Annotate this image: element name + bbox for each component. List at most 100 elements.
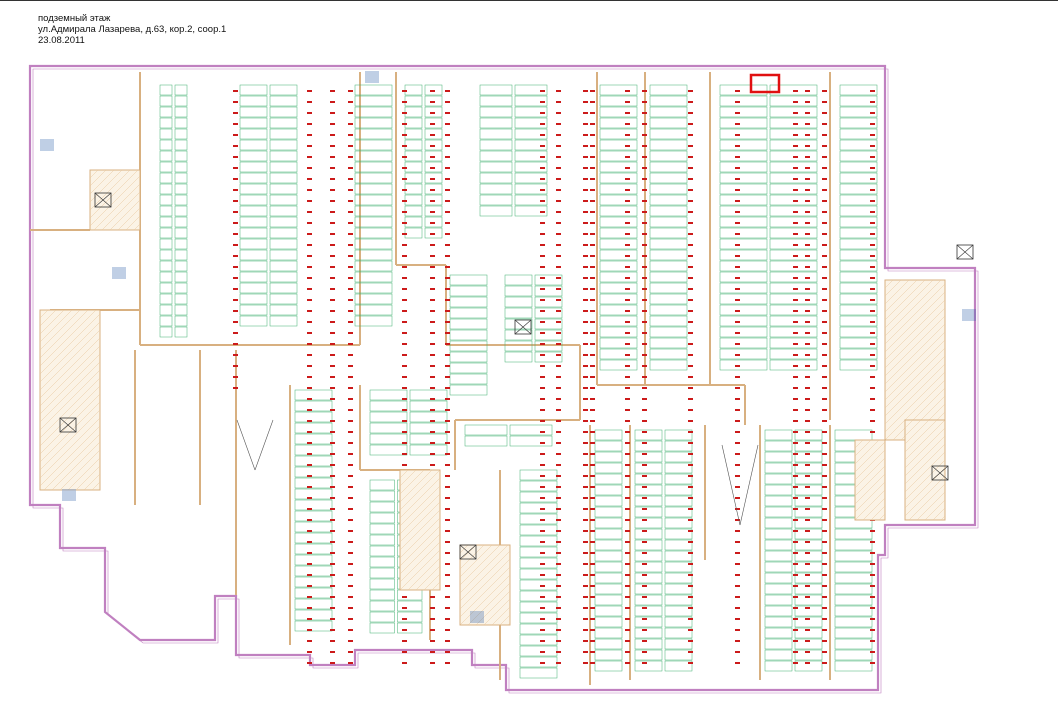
room-hatch <box>415 565 441 591</box>
parking-space <box>834 572 873 584</box>
parking-space <box>719 106 768 118</box>
space-number-mark <box>330 464 335 466</box>
parking-space <box>409 411 448 423</box>
room-hatch <box>884 279 894 289</box>
space-number-mark <box>556 398 561 400</box>
space-number-mark <box>870 596 875 598</box>
space-number-mark <box>590 134 595 136</box>
space-number-mark <box>402 112 407 114</box>
space-number-mark <box>870 299 875 301</box>
ramp-line <box>739 444 759 526</box>
space-number-mark <box>402 343 407 345</box>
parking-space <box>294 532 333 544</box>
parking-space <box>424 128 443 140</box>
parking-space <box>719 150 768 162</box>
parking-space <box>839 293 878 305</box>
space-number-mark <box>590 475 595 477</box>
parking-space <box>504 340 533 352</box>
space-number-mark <box>735 387 740 389</box>
space-number-mark <box>822 112 827 114</box>
space-number-mark <box>583 266 588 268</box>
room-hatch <box>459 574 511 626</box>
elevator-cross <box>956 244 974 260</box>
parking-space <box>719 216 768 228</box>
space-number-mark <box>348 90 353 92</box>
space-number-mark <box>688 332 693 334</box>
parking-space <box>294 411 333 423</box>
parking-space <box>599 183 638 195</box>
space-number-mark <box>642 431 647 433</box>
parking-space <box>404 172 423 184</box>
space-number-mark <box>402 464 407 466</box>
parking-space <box>534 318 563 330</box>
parking-space <box>174 84 188 96</box>
space-number-mark <box>793 365 798 367</box>
space-number-mark <box>590 387 595 389</box>
space-number-mark <box>735 409 740 411</box>
space-number-mark <box>805 178 810 180</box>
parking-space <box>369 622 395 634</box>
room-hatch <box>884 371 946 433</box>
space-number-mark <box>822 409 827 411</box>
space-number-mark <box>625 574 630 576</box>
parking-space <box>159 128 173 140</box>
space-number-mark <box>402 299 407 301</box>
space-number-mark <box>430 167 435 169</box>
parking-space <box>269 95 298 107</box>
room-hatch <box>904 419 914 429</box>
space-number-mark <box>642 640 647 642</box>
space-number-mark <box>445 629 450 631</box>
space-number-mark <box>330 233 335 235</box>
parking-space <box>519 590 558 602</box>
room-hatch <box>884 363 946 425</box>
parking-space <box>794 506 823 518</box>
space-number-mark <box>540 541 545 543</box>
parking-space <box>174 95 188 107</box>
space-number-mark <box>540 464 545 466</box>
parking-space <box>769 282 818 294</box>
space-number-mark <box>793 574 798 576</box>
space-number-mark <box>445 464 450 466</box>
space-number-mark <box>540 431 545 433</box>
space-number-mark <box>688 486 693 488</box>
space-number-mark <box>583 189 588 191</box>
space-number-mark <box>402 442 407 444</box>
space-number-mark <box>233 178 238 180</box>
space-number-mark <box>583 464 588 466</box>
space-number-mark <box>642 255 647 257</box>
space-number-mark <box>330 530 335 532</box>
space-number-mark <box>540 475 545 477</box>
space-number-mark <box>330 519 335 521</box>
room-hatch <box>399 469 425 495</box>
parking-space <box>764 495 793 507</box>
space-number-mark <box>688 541 693 543</box>
space-number-mark <box>330 222 335 224</box>
space-number-mark <box>348 376 353 378</box>
parking-space <box>479 95 513 107</box>
space-number-mark <box>348 585 353 587</box>
space-number-mark <box>430 332 435 334</box>
space-number-mark <box>348 497 353 499</box>
space-number-mark <box>870 189 875 191</box>
room-hatch <box>854 481 886 513</box>
parking-space <box>519 557 558 569</box>
parking-space <box>594 660 623 672</box>
space-number-mark <box>625 255 630 257</box>
space-number-mark <box>793 442 798 444</box>
parking-space <box>159 271 173 283</box>
parking-space <box>354 183 393 195</box>
parking-space <box>409 389 448 401</box>
elevator-box <box>94 192 112 208</box>
space-number-mark <box>805 541 810 543</box>
parking-space <box>764 583 793 595</box>
parking-space <box>369 523 395 535</box>
space-number-mark <box>688 596 693 598</box>
outer-wall-inner <box>32 68 979 694</box>
space-number-mark <box>735 574 740 576</box>
space-number-mark <box>583 486 588 488</box>
space-number-mark <box>556 90 561 92</box>
space-number-mark <box>556 288 561 290</box>
parking-space <box>599 238 638 250</box>
parking-space <box>159 183 173 195</box>
